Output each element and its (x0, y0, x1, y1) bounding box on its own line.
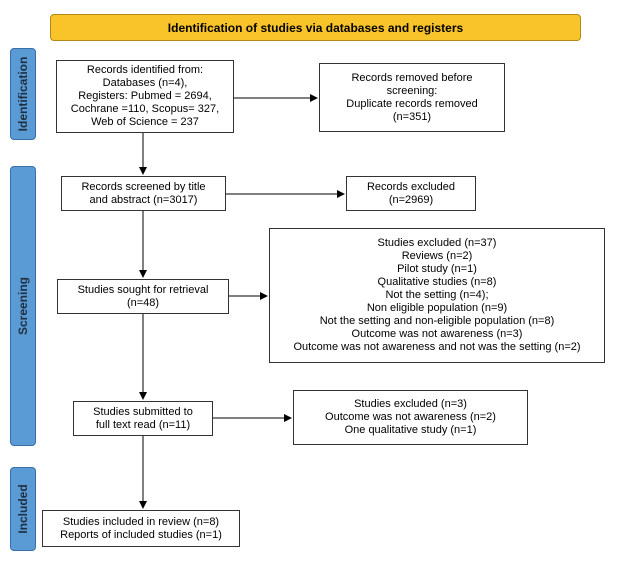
box-text-line: Cochrane =110, Scopus= 327, (70, 103, 220, 115)
sought-retrieval-box: Studies sought for retrieval(n=48) (57, 279, 229, 314)
records-identified-box: Records identified from:Databases (n=4),… (56, 60, 234, 133)
box-text-line: Studies excluded (n=37) (377, 237, 497, 249)
box-text-line: Web of Science = 237 (91, 116, 199, 128)
box-text-line: full text read (n=11) (95, 418, 191, 431)
box-text-line: Outcome was not awareness and not was th… (293, 341, 581, 353)
box-text-line: Databases (n=4), (102, 77, 188, 89)
phase-included: Included (10, 467, 36, 551)
header-title: Identification of studies via databases … (167, 20, 464, 35)
box-text-line: Records excluded (366, 180, 456, 193)
box-text-line: Reviews (n=2) (401, 250, 473, 262)
box-text-line: (n=48) (126, 296, 160, 309)
box-text-line: Registers: Pubmed = 2694, (78, 90, 212, 102)
included-box: Studies included in review (n=8)Reports … (42, 510, 240, 547)
box-text-line: Outcome was not awareness (n=3) (351, 328, 523, 340)
box-text-line: Studies excluded (n=3) (354, 398, 467, 410)
flow-header: Identification of studies via databases … (50, 14, 581, 41)
box-text-line: Non eligible population (n=9) (366, 302, 508, 314)
excluded-retrieval-box: Studies excluded (n=37)Reviews (n=2)Pilo… (269, 228, 605, 363)
box-text-line: (n=351) (392, 110, 432, 123)
box-text-line: Pilot study (n=1) (397, 263, 477, 275)
box-text-line: screening: (386, 84, 438, 97)
records-excluded-box: Records excluded(n=2969) (346, 176, 476, 211)
box-text-line: Outcome was not awareness (n=2) (325, 411, 496, 423)
box-text-line: Studies sought for retrieval (77, 283, 209, 296)
box-text-line: Not the setting and non-eligible populat… (319, 315, 555, 327)
box-text-line: Studies included in review (n=8) (62, 515, 220, 528)
box-text-line: Records removed before (351, 71, 473, 84)
box-text-line: One qualitative study (n=1) (344, 424, 477, 436)
box-text-line: Not the setting (n=4); (385, 289, 489, 301)
box-text-line: Records identified from: (86, 64, 204, 76)
box-text-line: Records screened by title (81, 180, 206, 193)
box-text-line: Duplicate records removed (346, 97, 478, 110)
phase-screening: Screening (10, 166, 36, 446)
box-text-line: (n=2969) (388, 193, 434, 206)
box-text-line: Qualitative studies (n=8) (377, 276, 497, 288)
box-text-line: and abstract (n=3017) (89, 193, 198, 206)
excluded-full-text-box: Studies excluded (n=3)Outcome was not aw… (293, 390, 528, 445)
box-text-line: Studies submitted to (93, 405, 193, 418)
phase-identification: Identification (10, 48, 36, 140)
box-text-line: Reports of included studies (n=1) (60, 528, 222, 541)
